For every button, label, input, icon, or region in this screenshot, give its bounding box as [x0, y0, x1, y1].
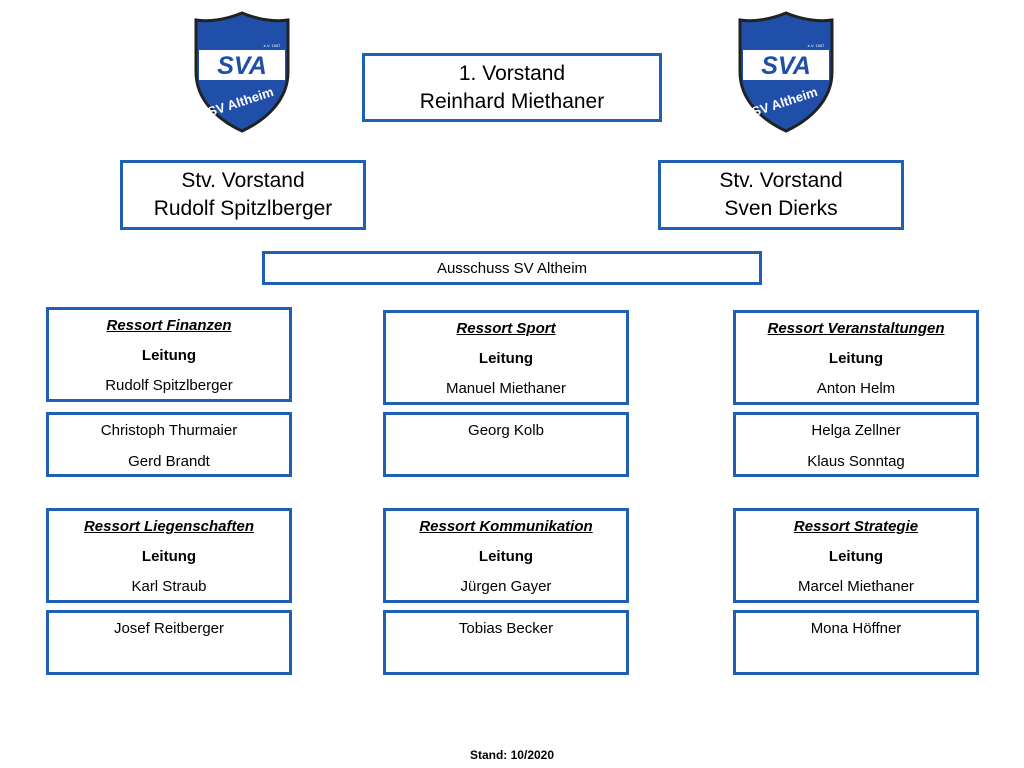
member-name: Klaus Sonntag [807, 453, 905, 470]
department-lead-label: Leitung [828, 548, 884, 565]
department-lead-name: Manuel Miethaner [445, 380, 567, 397]
club-logo-right: SVA e.V. 1947 SV Altheim [734, 10, 838, 134]
vice-chair-right-box: Stv. Vorstand Sven Dierks [658, 160, 904, 230]
member-name: Gerd Brandt [128, 453, 210, 470]
committee-label: Ausschuss SV Altheim [436, 259, 588, 277]
chair-name: Reinhard Miethaner [419, 89, 605, 113]
footer-date: Stand: 10/2020 [469, 748, 555, 762]
department-liegenschaften-box: Ressort Liegenschaften Leitung Karl Stra… [46, 508, 292, 603]
department-lead-name: Jürgen Gayer [460, 578, 552, 595]
member-name: Tobias Becker [458, 620, 554, 637]
department-veranstaltungen-box: Ressort Veranstaltungen Leitung Anton He… [733, 310, 979, 405]
member-name: Georg Kolb [468, 422, 544, 439]
department-veranstaltungen-members: Helga Zellner Klaus Sonntag [733, 412, 979, 477]
department-title: Ressort Kommunikation [419, 518, 593, 535]
department-kommunikation-members: Tobias Becker [383, 610, 629, 675]
department-strategie-members: Mona Höffner [733, 610, 979, 675]
department-lead-label: Leitung [828, 350, 884, 367]
vice-right-name: Sven Dierks [724, 197, 838, 220]
department-title: Ressort Veranstaltungen [767, 320, 945, 337]
department-title: Ressort Liegenschaften [83, 518, 255, 535]
department-lead-label: Leitung [478, 548, 534, 565]
department-sport-members: Georg Kolb [383, 412, 629, 477]
department-lead-name: Rudolf Spitzlberger [105, 377, 233, 394]
vice-chair-left-box: Stv. Vorstand Rudolf Spitzlberger [120, 160, 366, 230]
member-name: Christoph Thurmaier [100, 422, 238, 439]
department-lead-name: Karl Straub [131, 578, 207, 595]
department-kommunikation-box: Ressort Kommunikation Leitung Jürgen Gay… [383, 508, 629, 603]
chair-box: 1. Vorstand Reinhard Miethaner [362, 53, 662, 122]
department-lead-name: Marcel Miethaner [798, 578, 914, 595]
department-lead-label: Leitung [141, 347, 197, 364]
department-strategie-box: Ressort Strategie Leitung Marcel Miethan… [733, 508, 979, 603]
vice-right-role: Stv. Vorstand [719, 169, 843, 192]
chair-role: 1. Vorstand [458, 61, 566, 85]
department-lead-name: Anton Helm [816, 380, 896, 397]
svg-text:SVA: SVA [761, 52, 811, 80]
department-finanzen-box: Ressort Finanzen Leitung Rudolf Spitzlbe… [46, 307, 292, 402]
department-lead-label: Leitung [478, 350, 534, 367]
member-name: Mona Höffner [810, 620, 902, 637]
department-title: Ressort Sport [456, 320, 556, 337]
department-title: Ressort Strategie [793, 518, 919, 535]
department-finanzen-members: Christoph Thurmaier Gerd Brandt [46, 412, 292, 477]
club-logo-left: SVA e.V. 1947 SV Altheim [190, 10, 294, 134]
department-sport-box: Ressort Sport Leitung Manuel Miethaner [383, 310, 629, 405]
committee-box: Ausschuss SV Altheim [262, 251, 762, 285]
svg-text:e.V. 1947: e.V. 1947 [808, 43, 826, 48]
member-name: Josef Reitberger [113, 620, 225, 637]
svg-text:e.V. 1947: e.V. 1947 [264, 43, 282, 48]
vice-left-name: Rudolf Spitzlberger [153, 197, 333, 220]
department-liegenschaften-members: Josef Reitberger [46, 610, 292, 675]
svg-text:SVA: SVA [217, 52, 267, 80]
member-name: Helga Zellner [811, 422, 901, 439]
department-title: Ressort Finanzen [106, 317, 232, 334]
department-lead-label: Leitung [141, 548, 197, 565]
vice-left-role: Stv. Vorstand [181, 169, 305, 192]
